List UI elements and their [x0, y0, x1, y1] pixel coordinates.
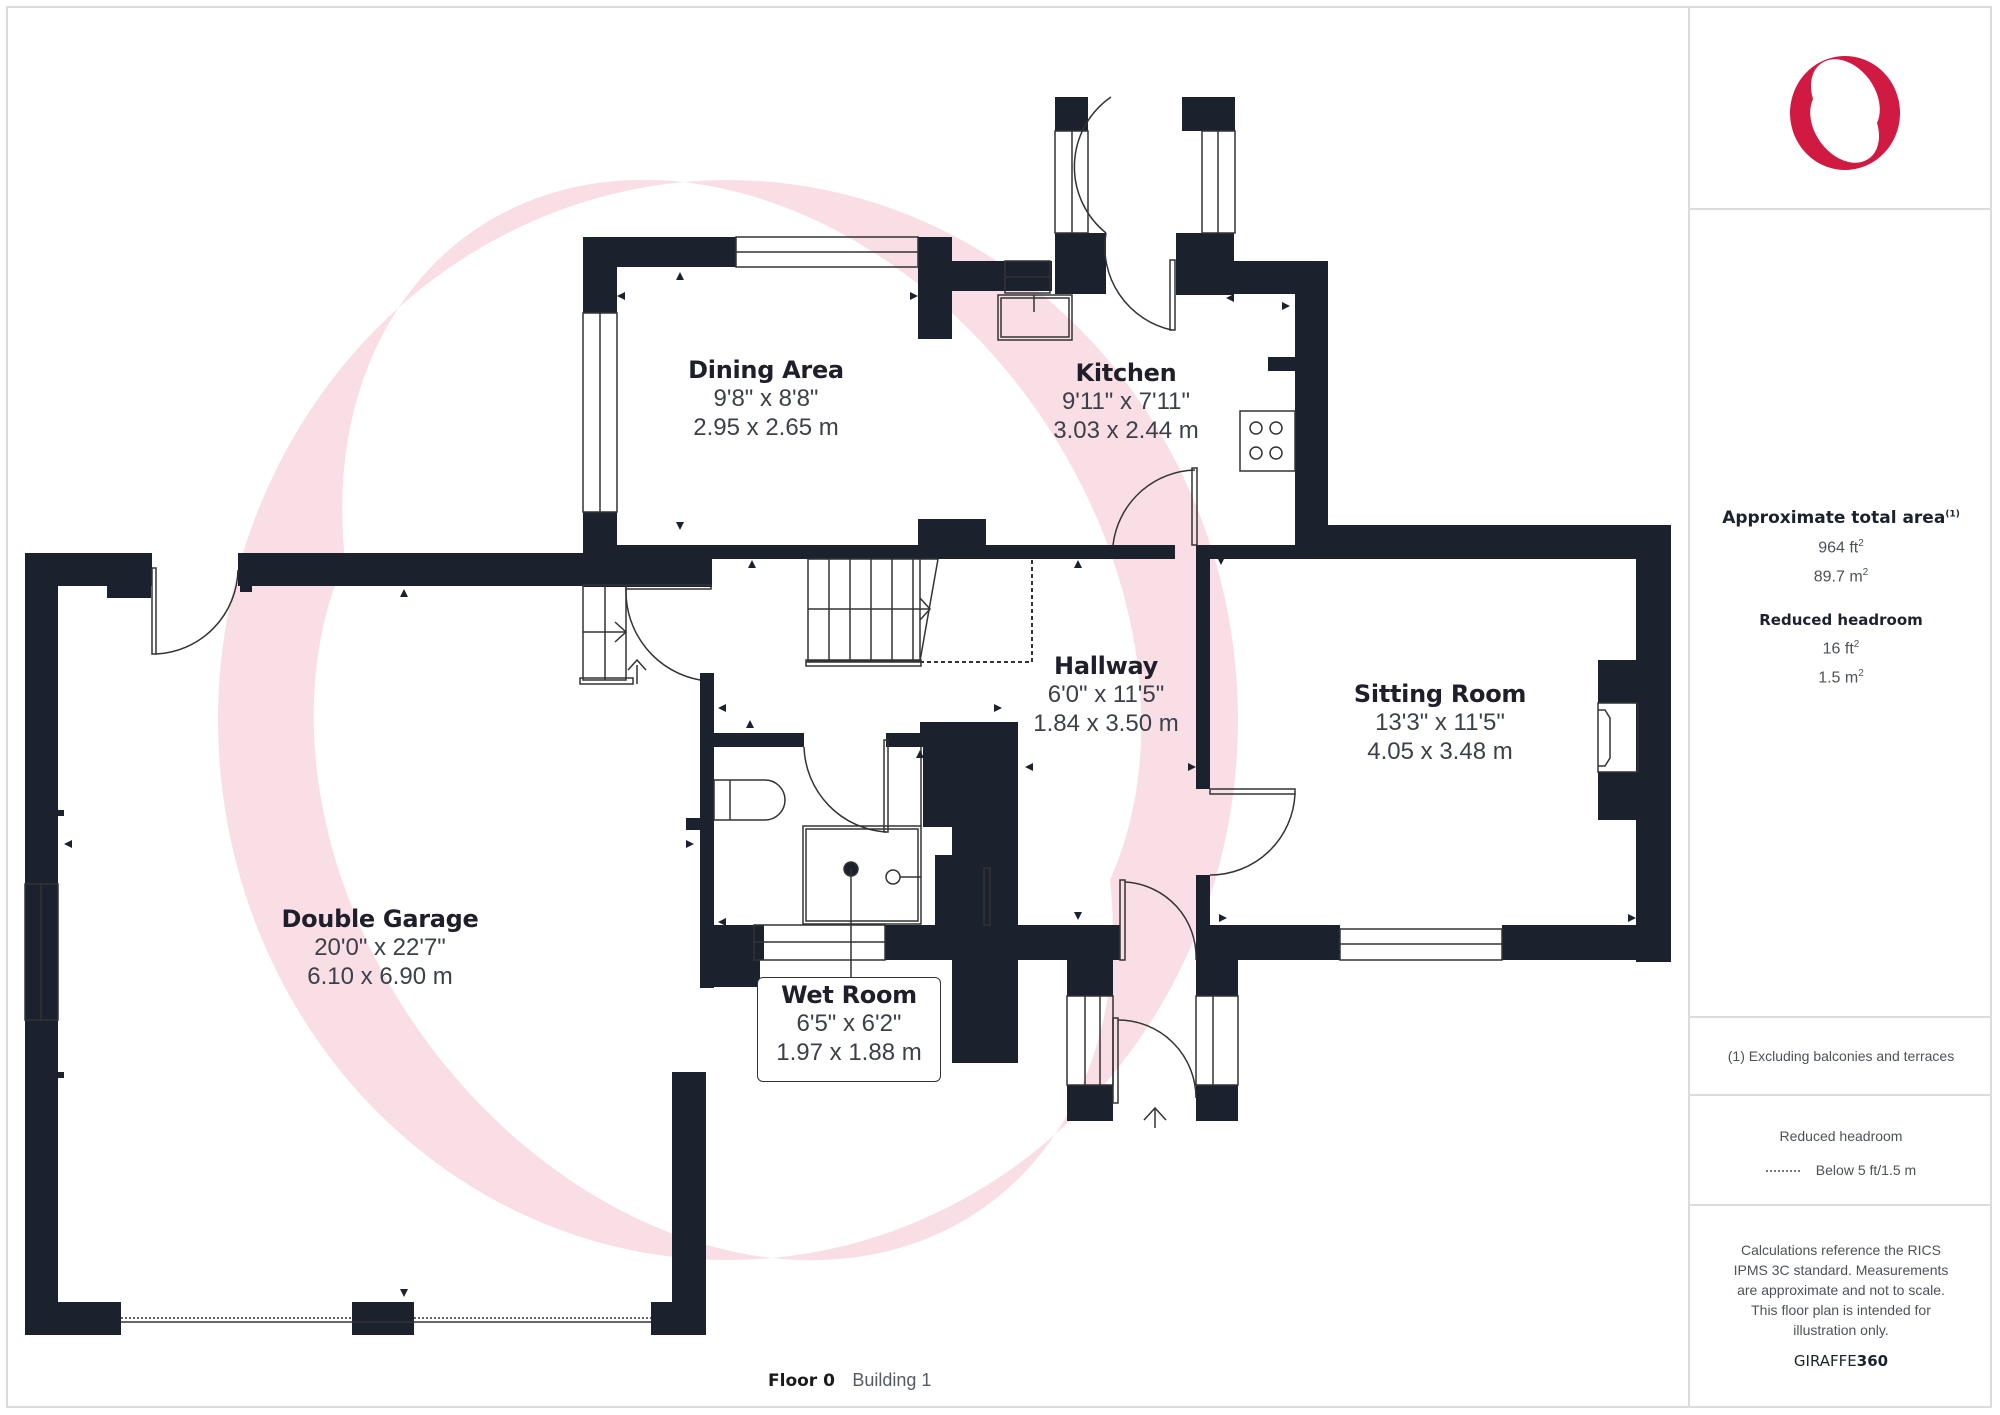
legend-section: Reduced headroom Below 5 ft/1.5 m — [1690, 1096, 1992, 1206]
room-wet-room: Wet Room 6'5" x 6'2" 1.97 x 1.88 m — [776, 981, 921, 1067]
room-dimensions-imperial: 6'5" x 6'2" — [796, 1010, 902, 1037]
area-summary-section: Approximate total area(1) 964 ft2 89.7 m… — [1690, 210, 1992, 1018]
room-name: Double Garage — [281, 905, 479, 933]
room-dimensions-imperial: 9'11" x 7'11" — [1061, 388, 1191, 415]
room-dimensions-metric: 2.95 x 2.65 m — [693, 414, 839, 441]
total-area-sqm: 89.7 m2 — [1813, 567, 1869, 586]
room-name: Wet Room — [781, 981, 917, 1009]
room-dimensions-metric: 3.03 x 2.44 m — [1053, 417, 1199, 444]
room-dining-area: Dining Area 9'8" x 8'8" 2.95 x 2.65 m — [688, 356, 844, 442]
dotted-line-icon — [1765, 1170, 1800, 1173]
room-dimensions-imperial: 9'8" x 8'8" — [713, 385, 819, 412]
floor-caption: Floor 0 Building 1 — [768, 1370, 931, 1391]
page-frame — [6, 6, 1992, 1408]
total-area-title: Approximate total area(1) — [1722, 508, 1960, 528]
reduced-headroom-sqft: 16 ft2 — [1822, 638, 1860, 657]
walls — [25, 97, 1671, 1335]
floor-plan-drawing — [24, 96, 1671, 1335]
room-name: Dining Area — [688, 356, 844, 384]
room-sitting-room: Sitting Room 13'3" x 11'5" 4.05 x 3.48 m — [1354, 680, 1526, 766]
logo-section — [1690, 6, 1992, 210]
room-dimensions-imperial: 20'0" x 22'7" — [314, 934, 446, 961]
legend-title: Reduced headroom — [1779, 1128, 1903, 1144]
room-dimensions-metric: 6.10 x 6.90 m — [307, 963, 453, 990]
room-dimensions-metric: 4.05 x 3.48 m — [1367, 738, 1513, 765]
legend-item-label: Below 5 ft/1.5 m — [1815, 1162, 1917, 1178]
room-name: Kitchen — [1075, 359, 1177, 387]
disclaimer-section: Calculations reference the RICS IPMS 3C … — [1690, 1206, 1992, 1408]
room-hallway: Hallway 6'0" x 11'5" 1.84 x 3.50 m — [1033, 652, 1178, 738]
reduced-headroom-sqm: 1.5 m2 — [1818, 667, 1864, 687]
room-name: Hallway — [1054, 652, 1158, 680]
room-dimensions-imperial: 13'3" x 11'5" — [1375, 709, 1505, 736]
room-kitchen: Kitchen 9'11" x 7'11" 3.03 x 2.44 m — [1053, 359, 1198, 445]
room-dimensions-imperial: 6'0" x 11'5" — [1047, 681, 1165, 708]
fixtures — [24, 96, 1639, 1323]
floor-plan: Dining Area 9'8" x 8'8" 2.95 x 2.65 m Ki… — [24, 96, 1671, 1391]
legend-item: Below 5 ft/1.5 m — [1690, 1162, 1992, 1178]
building-label: Building 1 — [852, 1370, 932, 1390]
room-dimensions-metric: 1.97 x 1.88 m — [776, 1039, 922, 1066]
room-dimensions-metric: 1.84 x 3.50 m — [1033, 710, 1179, 737]
footnote-section: (1) Excluding balconies and terraces — [1690, 1018, 1992, 1096]
floor-label: Floor 0 — [768, 1371, 835, 1391]
disclaimer-text: Calculations reference the RICS IPMS 3C … — [1733, 1242, 1949, 1338]
brand-name: GIRAFFE360 — [1793, 1352, 1889, 1370]
room-name: Sitting Room — [1353, 680, 1527, 708]
wet-room-label-box — [757, 977, 941, 1082]
brand-logo-icon — [1785, 51, 1905, 171]
dimension-markers — [64, 272, 1636, 1297]
room-double-garage: Double Garage 20'0" x 22'7" 6.10 x 6.90 … — [281, 905, 478, 991]
total-area-sqft: 964 ft2 — [1818, 538, 1864, 557]
reduced-headroom-title: Reduced headroom — [1759, 610, 1923, 629]
info-sidebar: Approximate total area(1) 964 ft2 89.7 m… — [1688, 6, 1992, 1408]
footnote-text: (1) Excluding balconies and terraces — [1727, 1048, 1955, 1064]
